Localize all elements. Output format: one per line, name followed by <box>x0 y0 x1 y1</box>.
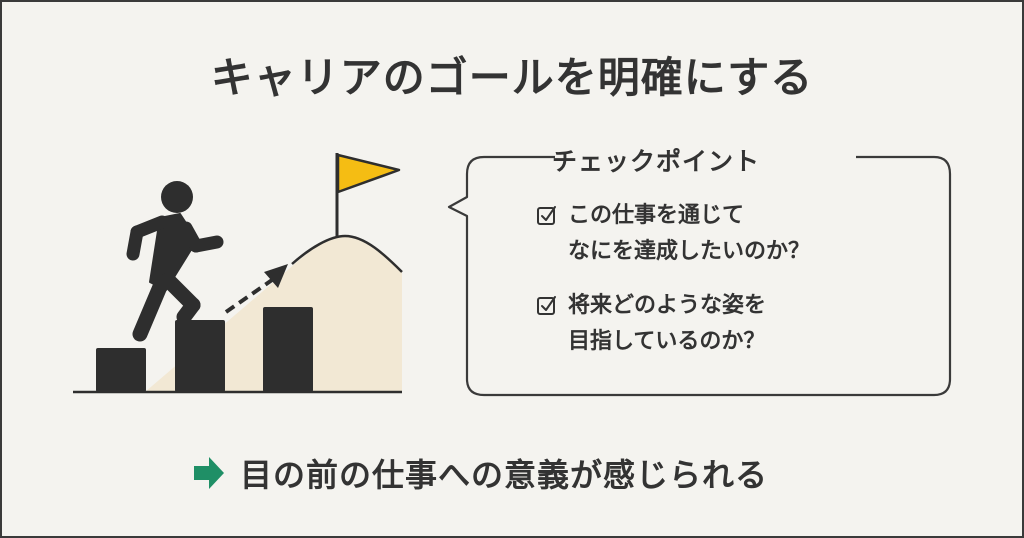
hill-outline <box>291 234 403 273</box>
climbing-person-icon <box>126 181 224 342</box>
step-2 <box>175 320 225 392</box>
page-title: キャリアのゴールを明確にする <box>210 53 814 102</box>
step-1 <box>96 348 146 392</box>
checkpoint-item-2: 将来どのような姿を 目指しているのか？ <box>536 288 766 360</box>
step-3 <box>263 307 313 392</box>
checkpoint-item-text: この仕事を通じて なにを達成したいのか？ <box>568 203 811 264</box>
conclusion-text: 目の前の仕事への意義が感じられる <box>240 456 769 494</box>
checkpoint-item-1: この仕事を通じて なにを達成したいのか？ <box>536 198 810 270</box>
checkbox-icon <box>537 296 556 315</box>
checkpoint-heading: チェックポイント <box>552 147 761 176</box>
conclusion-row: 目の前の仕事への意義が感じられる <box>192 450 768 496</box>
goal-flag-icon <box>335 153 401 236</box>
dashed-progress-arrow-icon <box>224 264 288 314</box>
right-arrow-icon <box>194 457 224 489</box>
checkbox-icon <box>537 206 556 225</box>
checkpoint-item-text: 将来どのような姿を 目指しているのか？ <box>568 293 767 354</box>
